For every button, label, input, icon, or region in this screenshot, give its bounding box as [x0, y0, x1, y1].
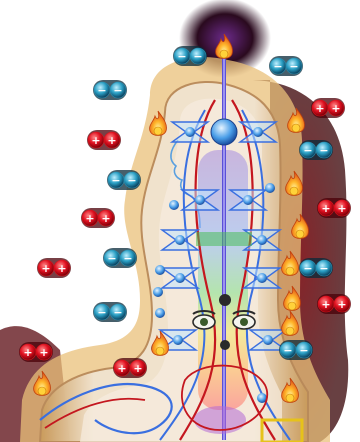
- svg-text:−: −: [177, 50, 186, 63]
- charge-pair-icon: ++: [87, 130, 121, 150]
- energy-node-icon: [169, 200, 179, 210]
- charge-pair-icon: ++: [317, 198, 351, 218]
- charge-pair-icon: ++: [311, 98, 345, 118]
- svg-text:+: +: [39, 346, 48, 359]
- charge-pair-icon: ++: [37, 258, 71, 278]
- svg-text:−: −: [283, 344, 292, 357]
- svg-text:+: +: [117, 362, 126, 375]
- charge-pair-icon: −−: [103, 248, 137, 268]
- head-energy-node: [211, 119, 237, 145]
- svg-text:−: −: [107, 252, 116, 265]
- heart-center: [196, 232, 252, 246]
- svg-text:+: +: [315, 102, 324, 115]
- svg-text:+: +: [57, 262, 66, 275]
- charge-pair-icon: −−: [299, 140, 333, 160]
- charge-pair-icon: −−: [107, 170, 141, 190]
- svg-text:−: −: [97, 84, 106, 97]
- svg-text:−: −: [299, 344, 308, 357]
- svg-text:−: −: [111, 174, 120, 187]
- charge-pair-icon: ++: [317, 294, 351, 314]
- charge-pair-icon: −−: [173, 46, 207, 66]
- svg-text:+: +: [91, 134, 100, 147]
- charge-pair-icon: −−: [93, 302, 127, 322]
- svg-text:−: −: [319, 144, 328, 157]
- energy-node-icon: [155, 308, 165, 318]
- energy-node-icon: [153, 287, 163, 297]
- charge-pair-icon: −−: [299, 258, 333, 278]
- svg-text:+: +: [331, 102, 340, 115]
- svg-text:−: −: [97, 306, 106, 319]
- energy-node-icon: [155, 265, 165, 275]
- svg-text:+: +: [85, 212, 94, 225]
- charge-pair-icon: ++: [19, 342, 53, 362]
- svg-text:−: −: [193, 50, 202, 63]
- charge-pair-icon: −−: [269, 56, 303, 76]
- charge-pair-icon: −−: [279, 340, 313, 360]
- svg-text:+: +: [321, 202, 330, 215]
- svg-text:−: −: [127, 174, 136, 187]
- charge-pair-icon: −−: [93, 80, 127, 100]
- svg-text:−: −: [289, 60, 298, 73]
- svg-text:+: +: [41, 262, 50, 275]
- svg-text:−: −: [319, 262, 328, 275]
- svg-text:−: −: [113, 306, 122, 319]
- svg-text:−: −: [303, 144, 312, 157]
- charge-pair-icon: ++: [113, 358, 147, 378]
- svg-text:−: −: [113, 84, 122, 97]
- svg-text:+: +: [337, 202, 346, 215]
- charge-pair-icon: ++: [81, 208, 115, 228]
- svg-text:+: +: [321, 298, 330, 311]
- svg-text:−: −: [273, 60, 282, 73]
- svg-text:−: −: [303, 262, 312, 275]
- svg-text:+: +: [23, 346, 32, 359]
- svg-text:+: +: [101, 212, 110, 225]
- svg-text:+: +: [337, 298, 346, 311]
- svg-text:+: +: [107, 134, 116, 147]
- energy-node-icon: [265, 183, 275, 193]
- svg-text:+: +: [133, 362, 142, 375]
- svg-text:−: −: [123, 252, 132, 265]
- energy-node-icon: [219, 294, 231, 306]
- energy-node-icon: [220, 340, 230, 350]
